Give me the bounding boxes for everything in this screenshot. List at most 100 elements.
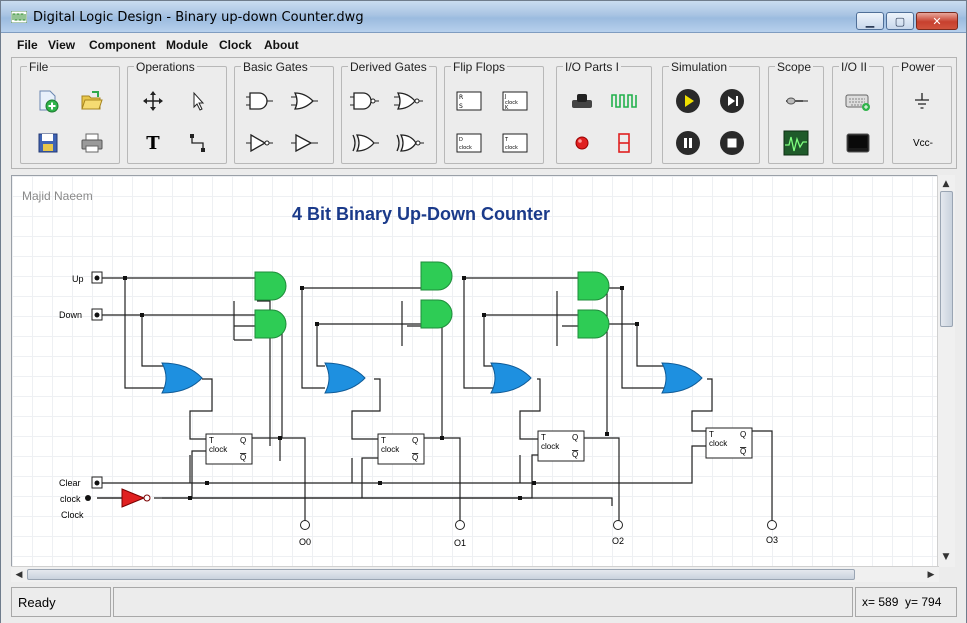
push-button-icon: [572, 94, 592, 108]
xnor-gate-button[interactable]: [394, 129, 424, 157]
clock-not-gate-bubble: [143, 494, 151, 502]
output-o1-label: O1: [454, 538, 466, 548]
and-gate[interactable]: [254, 309, 287, 339]
or-gate[interactable]: [490, 362, 532, 394]
ff2-qbar-label: Q: [572, 450, 578, 459]
and-gate[interactable]: [420, 299, 453, 329]
menu-view[interactable]: View: [48, 38, 76, 52]
scroll-left-arrow-icon[interactable]: ◀: [15, 570, 23, 580]
title-bar: Digital Logic Design - Binary up-down Co…: [1, 1, 966, 33]
wires: [97, 268, 773, 523]
stop-simulation-button[interactable]: [717, 129, 747, 157]
menu-component[interactable]: Component: [89, 38, 156, 52]
or-gate[interactable]: [661, 362, 703, 394]
led-tool[interactable]: [567, 129, 597, 157]
vertical-scroll-thumb[interactable]: [940, 191, 953, 327]
save-file-button[interactable]: [33, 129, 63, 157]
pointer-icon: [193, 91, 205, 111]
print-button[interactable]: [77, 129, 107, 157]
t-flipflop-button[interactable]: T clock: [499, 129, 531, 157]
simulation-group-label: Simulation: [669, 60, 730, 74]
or-gate-button[interactable]: [290, 87, 320, 115]
status-bar: Ready x= 589 y= 794: [1, 585, 966, 623]
t-flipflop-2[interactable]: T clock Q Q: [537, 430, 585, 462]
ff0-clock-label: clock: [209, 445, 228, 454]
and-gate[interactable]: [254, 271, 287, 301]
not-gate-button[interactable]: [245, 129, 275, 157]
menu-file[interactable]: File: [17, 38, 38, 52]
output-o0-pin[interactable]: [300, 520, 310, 530]
step-simulation-button[interactable]: [717, 87, 747, 115]
wire-tool-button[interactable]: [183, 129, 213, 157]
jk-flipflop-button[interactable]: J clock K: [499, 87, 531, 115]
printer-icon: [81, 133, 103, 153]
new-file-button[interactable]: [33, 87, 63, 115]
and-gate-button[interactable]: [245, 87, 275, 115]
clock-input-pin[interactable]: [85, 495, 91, 501]
ground-tool[interactable]: [907, 87, 937, 115]
text-tool-button[interactable]: T: [146, 132, 160, 154]
terminal-tool[interactable]: [843, 129, 873, 157]
clock-not-gate[interactable]: [121, 488, 146, 508]
menu-bar: File View Component Module Clock About: [1, 34, 966, 56]
horizontal-scrollbar[interactable]: ◀ ▶: [11, 566, 939, 582]
move-tool-button[interactable]: [138, 87, 168, 115]
sr-flipflop-icon: R S: [456, 91, 482, 111]
and-gate[interactable]: [577, 271, 610, 301]
output-o2-pin[interactable]: [613, 520, 623, 530]
minimize-button[interactable]: ▁: [856, 12, 884, 30]
menu-clock[interactable]: Clock: [219, 38, 252, 52]
menu-module[interactable]: Module: [166, 38, 208, 52]
close-button[interactable]: ✕: [916, 12, 958, 30]
horizontal-scroll-thumb[interactable]: [27, 569, 855, 580]
and-gate[interactable]: [577, 309, 610, 339]
t-flipflop-1[interactable]: T clock Q Q: [377, 433, 425, 465]
d-flipflop-button[interactable]: D clock: [453, 129, 485, 157]
ff0-qbar-label: Q: [240, 453, 246, 462]
ff-label-t: T: [504, 137, 509, 143]
buffer-gate-button[interactable]: [290, 129, 320, 157]
vertical-scrollbar[interactable]: ▲ ▼: [937, 175, 955, 567]
open-file-button[interactable]: [77, 87, 107, 115]
xor-gate-button[interactable]: [350, 129, 380, 157]
scroll-right-arrow-icon[interactable]: ▶: [927, 570, 935, 580]
ff0-t-label: T: [209, 436, 214, 445]
or-gate[interactable]: [324, 362, 366, 394]
t-flipflop-0[interactable]: T clock Q Q: [205, 433, 253, 465]
scroll-up-arrow-icon[interactable]: ▲: [942, 179, 950, 189]
new-file-icon: [39, 90, 59, 113]
push-button-tool[interactable]: [567, 87, 597, 115]
or-gate[interactable]: [161, 362, 203, 394]
pause-simulation-button[interactable]: [673, 129, 703, 157]
nor-gate-button[interactable]: [394, 87, 424, 115]
and-gate[interactable]: [420, 261, 453, 291]
menu-about[interactable]: About: [264, 38, 299, 52]
keyboard-tool[interactable]: [843, 87, 873, 115]
down-input-pin-dot: [94, 312, 100, 318]
nand-gate-button[interactable]: [350, 87, 380, 115]
drawing-canvas[interactable]: Majid Naeem 4 Bit Binary Up-Down Counter: [11, 175, 955, 567]
clock-source-tool[interactable]: [609, 87, 639, 115]
move-arrows-icon: [143, 91, 163, 111]
output-o3-label: O3: [766, 535, 778, 545]
terminal-icon: [846, 133, 870, 153]
sr-flipflop-button[interactable]: R S: [453, 87, 485, 115]
probe-tool[interactable]: [781, 87, 811, 115]
ff-label-k: K: [505, 105, 509, 111]
operations-group: Operations T: [127, 60, 227, 164]
seven-segment-tool[interactable]: [609, 129, 639, 157]
scroll-down-arrow-icon[interactable]: ▼: [942, 552, 950, 562]
ff-label-r: R: [459, 94, 463, 101]
square-wave-icon: [611, 94, 637, 108]
vcc-tool[interactable]: Vcc-: [913, 137, 933, 149]
output-o1-pin[interactable]: [455, 520, 465, 530]
t-flipflop-3[interactable]: T clock Q Q: [705, 427, 753, 459]
ff1-t-label: T: [381, 436, 386, 445]
io-parts-2-group-label: I/O II: [839, 60, 870, 74]
output-o3-pin[interactable]: [767, 520, 777, 530]
maximize-button[interactable]: ▢: [886, 12, 914, 30]
oscilloscope-tool[interactable]: [781, 129, 811, 157]
play-simulation-button[interactable]: [673, 87, 703, 115]
select-tool-button[interactable]: [183, 87, 213, 115]
